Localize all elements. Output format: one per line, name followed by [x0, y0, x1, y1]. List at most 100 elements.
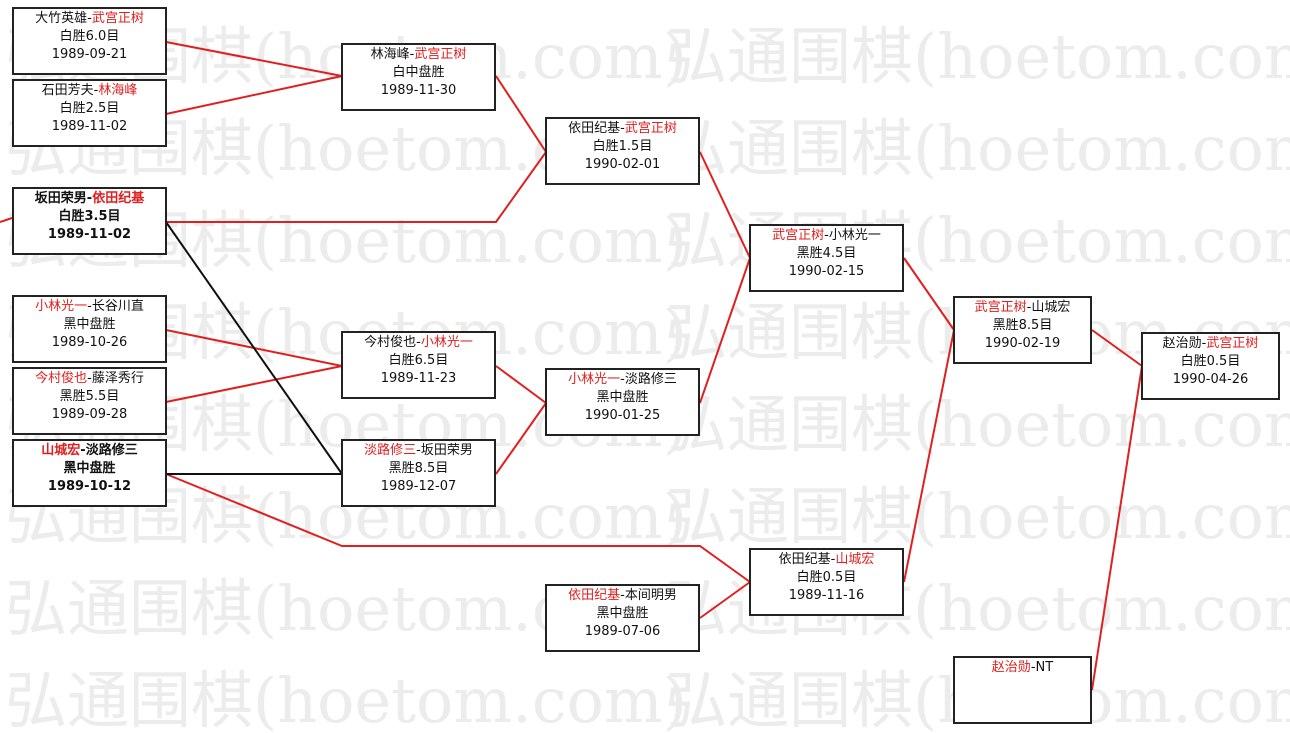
match-result: 黑中盘胜	[63, 461, 116, 476]
player-name: 小林光一	[35, 299, 88, 314]
match-result: 白胜6.5目	[388, 353, 449, 368]
match-result: 白胜3.5目	[58, 209, 121, 224]
player-name: 依田纪基	[92, 191, 145, 206]
player-separator: -	[86, 191, 93, 206]
match-date: 1989-11-02	[47, 227, 132, 242]
final-match-box[interactable]: 赵治勋-武宫正树 白胜0.5目 1990-04-26	[1141, 332, 1280, 400]
match-box[interactable]: 依田纪基-武宫正树 白胜1.5目 1990-02-01	[545, 117, 700, 185]
player-name: 大竹英雄	[35, 11, 88, 26]
match-box[interactable]: 大竹英雄-武宫正树 白胜6.0目 1989-09-21	[12, 7, 167, 75]
player-name: 小林光一	[828, 228, 881, 243]
match-players: 淡路修三-坂田荣男	[343, 442, 494, 460]
player-separator: -	[620, 588, 625, 603]
match-result: 黑中盘胜	[63, 317, 116, 332]
match-box[interactable]: 赵治勋-NT	[953, 656, 1092, 724]
match-date: 1989-11-02	[51, 119, 128, 134]
match-box[interactable]: 小林光一-长谷川直 黑中盘胜 1989-10-26	[12, 295, 167, 363]
player-name: 武宫正树	[772, 228, 825, 243]
match-result: 白胜2.5目	[59, 101, 120, 116]
player-separator: -	[87, 371, 92, 386]
player-name: 淡路修三	[364, 443, 417, 458]
player-separator: -	[1030, 660, 1036, 675]
match-players: 小林光一-淡路修三	[547, 371, 698, 389]
player-separator: -	[830, 552, 836, 567]
match-box[interactable]: 山城宏-淡路修三 黑中盘胜 1989-10-12	[12, 439, 167, 507]
match-date: 1990-02-01	[584, 157, 661, 172]
match-players: 坂田荣男-依田纪基	[14, 190, 165, 208]
match-box[interactable]: 淡路修三-坂田荣男 黑胜8.5目 1989-12-07	[341, 439, 496, 507]
match-result: 黑胜8.5目	[388, 461, 449, 476]
connector-line	[165, 473, 751, 583]
match-players: 武宫正树-山城宏	[955, 299, 1090, 317]
player-separator: -	[87, 11, 92, 26]
player-name: 山城宏	[835, 552, 875, 567]
player-separator: -	[620, 372, 625, 387]
player-name: 武宫正树	[91, 11, 144, 26]
match-box[interactable]: 小林光一-淡路修三 黑中盘胜 1990-01-25	[545, 368, 700, 436]
connector-line	[903, 329, 955, 583]
match-box[interactable]: 武宫正树-山城宏 黑胜8.5目 1990-02-19	[953, 296, 1092, 364]
connector-line	[1091, 329, 1143, 367]
match-result: 白胜1.5目	[592, 139, 653, 154]
match-players: 依田纪基-本间明男	[547, 587, 698, 605]
match-box[interactable]: 坂田荣男-依田纪基 白胜3.5目 1989-11-02	[12, 187, 167, 255]
player-name: 小林光一	[568, 372, 621, 387]
match-date: 1989-09-21	[51, 47, 128, 62]
match-players: 山城宏-淡路修三	[14, 442, 165, 460]
connector-line	[495, 75, 547, 153]
player-name: 淡路修三	[85, 443, 138, 458]
match-players: 林海峰-武宫正树	[343, 46, 494, 64]
player-name: 赵治勋	[991, 660, 1031, 675]
match-box[interactable]: 今村俊也-藤泽秀行 黑胜5.5目 1989-09-28	[12, 367, 167, 435]
match-date: 1989-11-30	[380, 83, 457, 98]
player-separator: -	[87, 299, 92, 314]
player-name: 武宫正树	[1206, 336, 1259, 351]
connector-line	[699, 581, 751, 619]
match-box[interactable]: 石田芳夫-林海峰 白胜2.5目 1989-11-02	[12, 79, 167, 147]
connector-line	[903, 257, 955, 331]
connector-lines-red	[0, 41, 1143, 691]
player-separator: -	[80, 443, 86, 458]
player-name: 林海峰	[98, 83, 138, 98]
match-result: 白胜0.5目	[1180, 354, 1241, 369]
player-name: 坂田荣男	[420, 443, 473, 458]
player-name: 石田芳夫	[41, 83, 94, 98]
player-name: 依田纪基	[778, 552, 831, 567]
player-name: 依田纪基	[568, 121, 621, 136]
player-name: NT	[1035, 660, 1054, 675]
connector-line	[495, 402, 547, 475]
player-name: 长谷川直	[91, 299, 144, 314]
match-date: 1989-11-16	[788, 588, 865, 603]
player-separator: -	[620, 121, 625, 136]
connector-lines-black	[165, 221, 343, 475]
match-players: 赵治勋-NT	[955, 659, 1090, 677]
player-separator: -	[416, 443, 421, 458]
player-name: 武宫正树	[624, 121, 677, 136]
match-players: 今村俊也-小林光一	[343, 334, 494, 352]
player-separator: -	[416, 335, 421, 350]
match-date: 1989-07-06	[584, 624, 661, 639]
player-name: 林海峰	[370, 47, 410, 62]
match-box[interactable]: 林海峰-武宫正树 白中盘胜 1989-11-30	[341, 43, 496, 111]
match-result: 白胜6.0目	[59, 29, 120, 44]
match-players: 依田纪基-武宫正树	[547, 120, 698, 138]
match-box[interactable]: 武宫正树-小林光一 黑胜4.5目 1990-02-15	[749, 224, 904, 292]
player-name: 淡路修三	[624, 372, 677, 387]
player-name: 本间明男	[624, 588, 677, 603]
connector-line	[166, 151, 547, 223]
match-box[interactable]: 依田纪基-山城宏 白胜0.5目 1989-11-16	[749, 548, 904, 616]
match-date: 1990-02-15	[788, 264, 865, 279]
player-name: 山城宏	[41, 443, 81, 458]
player-separator: -	[1201, 336, 1207, 351]
player-name: 武宫正树	[414, 47, 467, 62]
match-date: 1989-10-12	[47, 479, 132, 494]
player-name: 依田纪基	[568, 588, 621, 603]
match-players: 武宫正树-小林光一	[751, 227, 902, 245]
match-date: 1990-01-25	[584, 408, 661, 423]
match-box[interactable]: 依田纪基-本间明男 黑中盘胜 1989-07-06	[545, 584, 700, 652]
match-box[interactable]: 今村俊也-小林光一 白胜6.5目 1989-11-23	[341, 331, 496, 399]
match-result: 黑胜8.5目	[992, 318, 1053, 333]
connector-line	[699, 151, 751, 259]
match-players: 石田芳夫-林海峰	[14, 82, 165, 100]
connector-line	[1091, 365, 1143, 691]
